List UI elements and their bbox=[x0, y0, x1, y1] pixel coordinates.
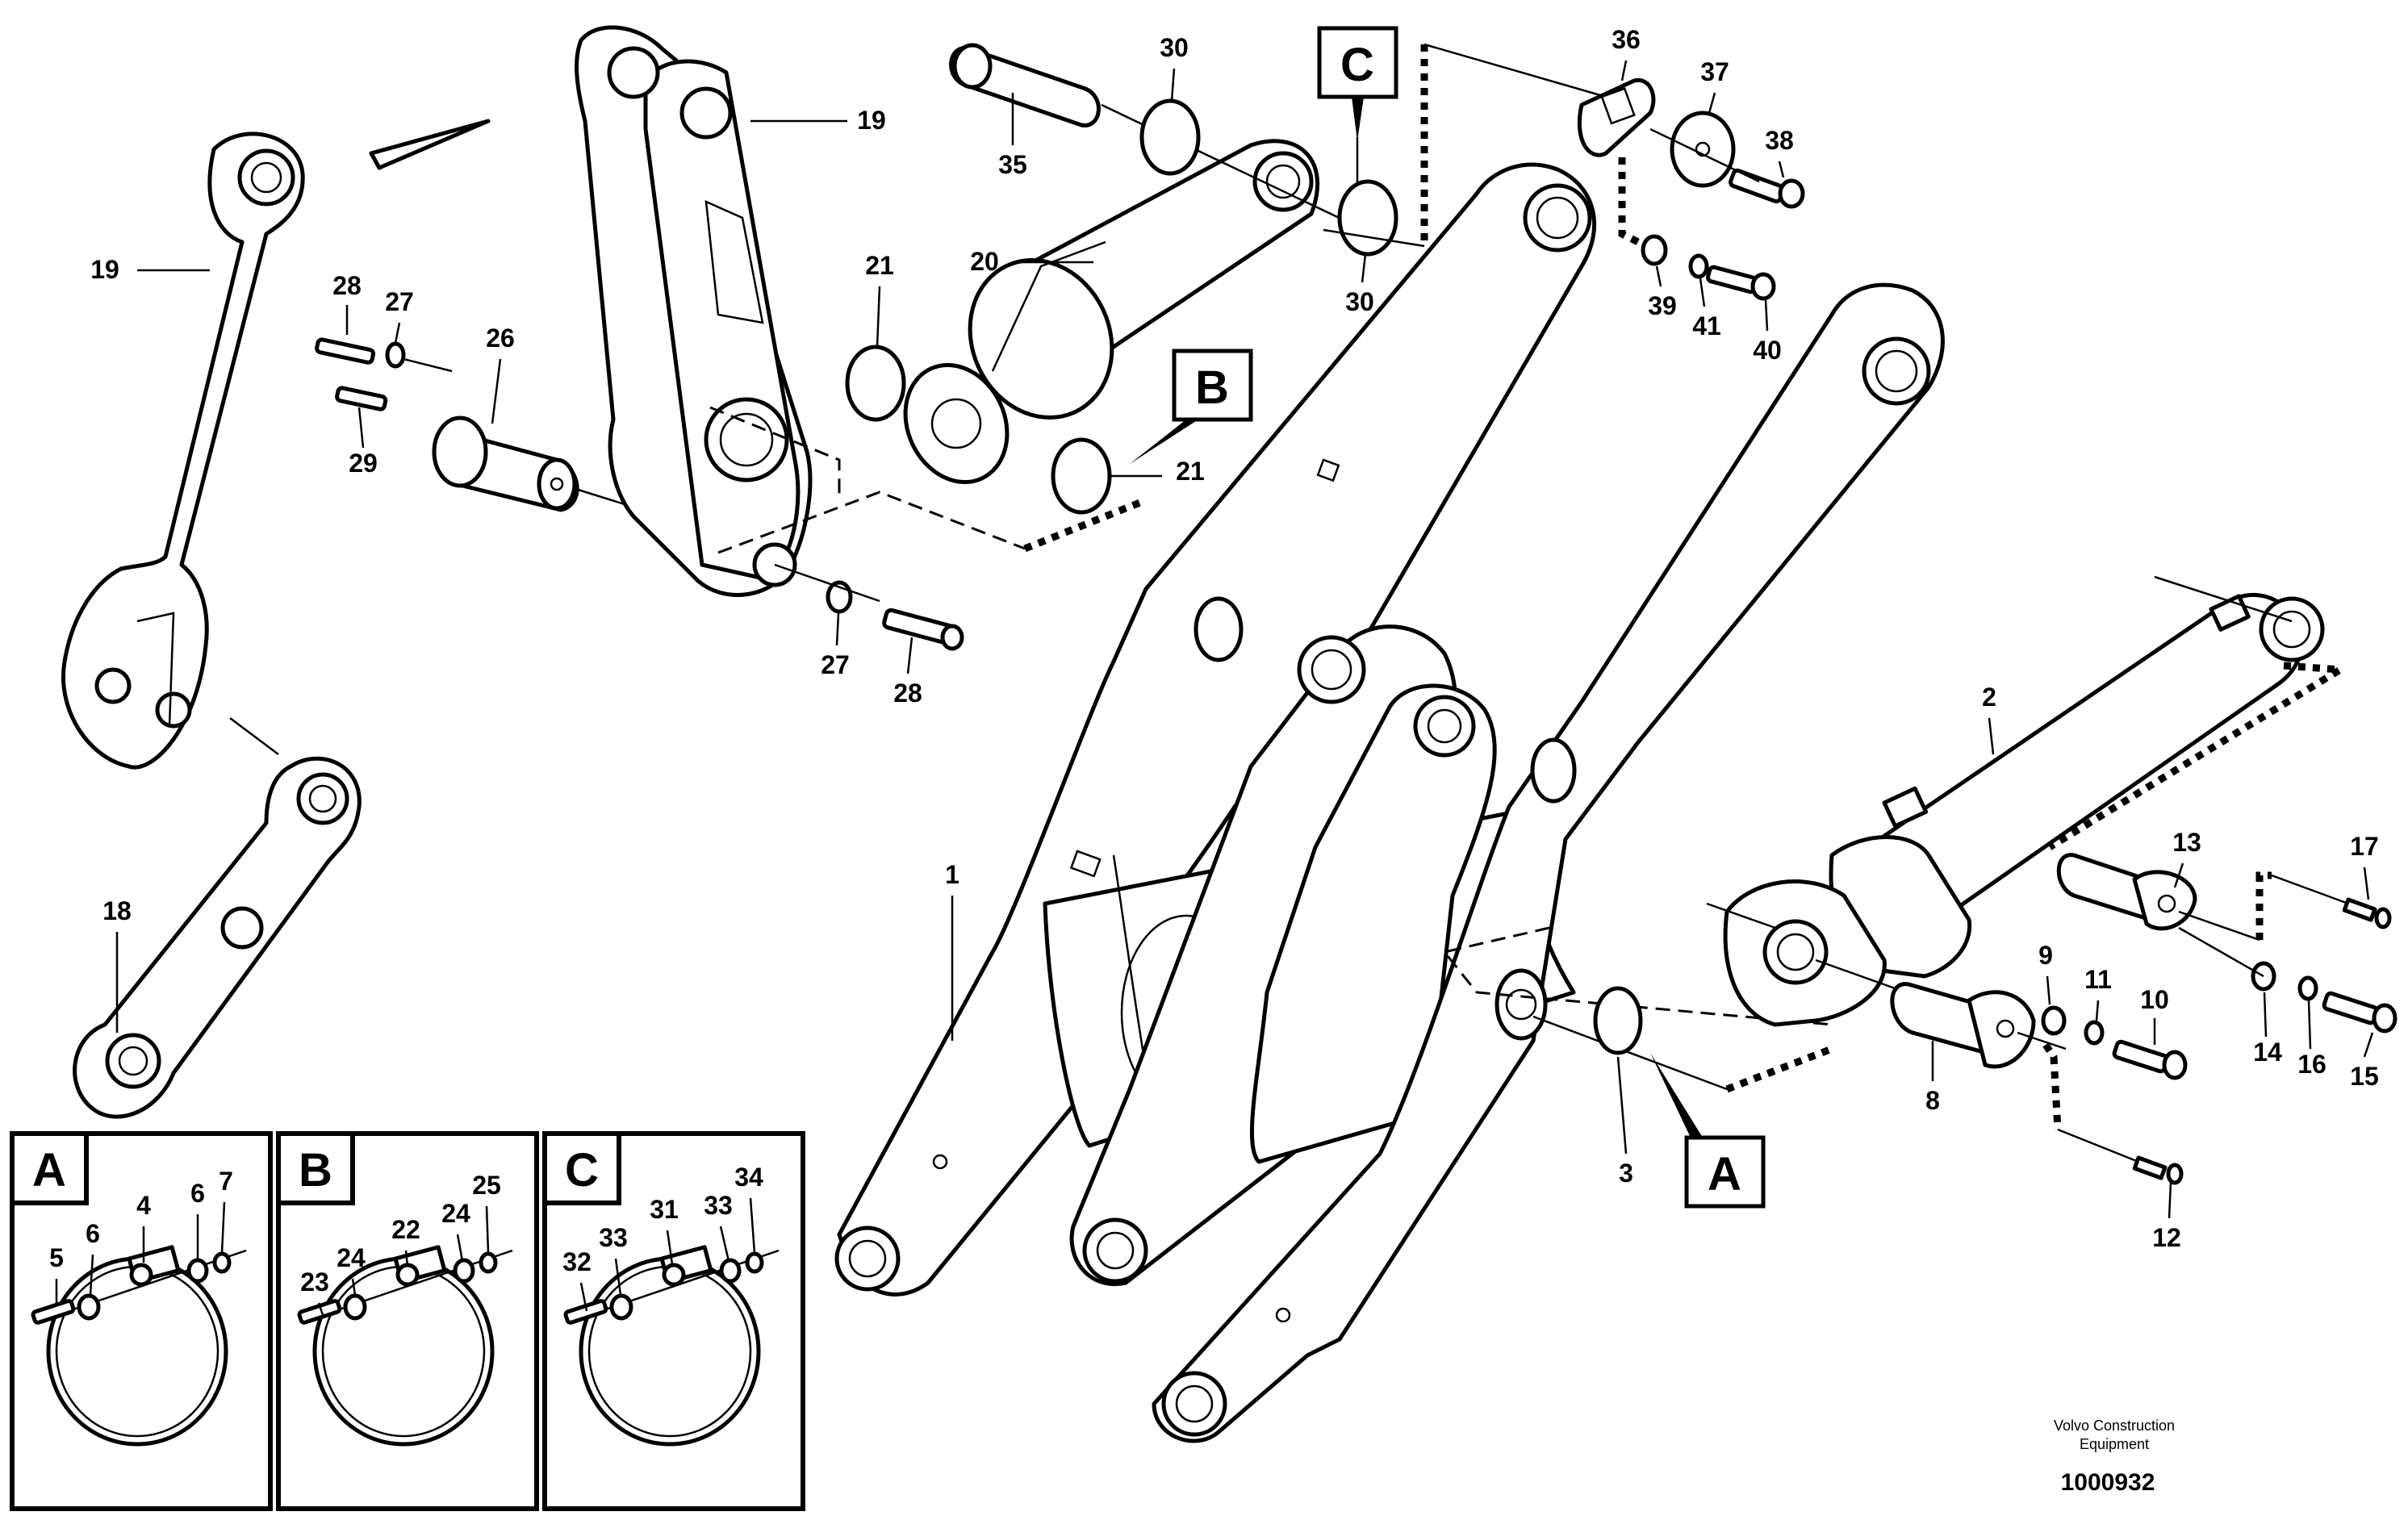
callout-29: 29 bbox=[349, 449, 378, 478]
lift-arm-frame-part-1 bbox=[834, 162, 1945, 1443]
svg-text:6: 6 bbox=[86, 1219, 100, 1248]
inset-c: C 31 32 33 33 34 bbox=[542, 1131, 805, 1511]
callout-36: 36 bbox=[1612, 25, 1641, 54]
credit-block: Volvo Construction Equipment 1000932 bbox=[2054, 1418, 2175, 1496]
bolt-part-10 bbox=[2112, 1039, 2188, 1080]
callout-39: 39 bbox=[1648, 291, 1677, 320]
bolt-part-38 bbox=[1729, 168, 1805, 209]
cylinder-part-20 bbox=[903, 139, 1320, 485]
svg-text:5: 5 bbox=[49, 1243, 64, 1272]
callout-26: 26 bbox=[486, 324, 515, 353]
svg-text:33: 33 bbox=[704, 1191, 733, 1220]
svg-text:C: C bbox=[565, 1144, 599, 1196]
washer-part-41 bbox=[1688, 253, 1709, 279]
screw-part-12 bbox=[2132, 1155, 2184, 1185]
callout-38: 38 bbox=[1765, 126, 1794, 155]
svg-text:A: A bbox=[32, 1144, 66, 1196]
callout-3: 3 bbox=[1619, 1159, 1633, 1188]
bolt-part-29 bbox=[335, 386, 388, 411]
callout-10: 10 bbox=[2140, 985, 2169, 1014]
callout-18: 18 bbox=[102, 896, 132, 925]
spacer-part-39 bbox=[1641, 234, 1668, 266]
callout-17: 17 bbox=[2350, 832, 2379, 861]
callout-2: 2 bbox=[1982, 683, 1996, 712]
spacer-part-9 bbox=[2041, 1005, 2067, 1036]
svg-text:25: 25 bbox=[472, 1171, 501, 1200]
callout-9: 9 bbox=[2038, 941, 2053, 970]
svg-text:22: 22 bbox=[391, 1215, 420, 1244]
svg-text:34: 34 bbox=[734, 1163, 763, 1192]
callout-15: 15 bbox=[2350, 1062, 2379, 1091]
lever-part-19-upper bbox=[575, 25, 813, 597]
washer-part-37 bbox=[1670, 111, 1736, 188]
washer-part-16 bbox=[2297, 975, 2318, 1001]
callout-30-lower: 30 bbox=[1345, 287, 1374, 316]
callout-19-upper: 19 bbox=[857, 106, 886, 135]
callout-41: 41 bbox=[1692, 311, 1721, 340]
callout-1: 1 bbox=[945, 860, 959, 889]
inset-a: A 4 5 6 6 7 bbox=[10, 1131, 273, 1511]
orientation-arrow bbox=[369, 119, 491, 170]
link-rod-part-19-left bbox=[61, 132, 305, 770]
callout-27-lower: 27 bbox=[821, 650, 850, 679]
bolt-part-15 bbox=[2322, 991, 2398, 1034]
callout-21-lower: 21 bbox=[1176, 457, 1205, 486]
screw-part-17 bbox=[2342, 897, 2392, 929]
callout-28-upper: 28 bbox=[332, 271, 362, 300]
svg-text:31: 31 bbox=[650, 1195, 679, 1224]
cylinder-part-2 bbox=[1723, 592, 2325, 1027]
svg-text:24: 24 bbox=[337, 1243, 366, 1272]
callout-20: 20 bbox=[970, 247, 999, 276]
credit-line-1: Volvo Construction bbox=[2054, 1418, 2175, 1434]
bolt-part-28-upper bbox=[315, 337, 453, 373]
svg-text:33: 33 bbox=[599, 1223, 628, 1252]
svg-text:32: 32 bbox=[562, 1247, 592, 1276]
plate-part-36 bbox=[1577, 77, 1656, 157]
o-ring-part-21-upper bbox=[845, 345, 906, 422]
callout-30-upper: 30 bbox=[1160, 33, 1189, 62]
document-number: 1000932 bbox=[2061, 1469, 2155, 1496]
callout-21-upper: 21 bbox=[865, 251, 894, 280]
bolt-part-28-lower bbox=[882, 608, 964, 651]
callout-labels: 1 2 3 8 9 10 11 12 13 14 15 16 17 18 19 … bbox=[90, 25, 2379, 1252]
pin-part-8 bbox=[1890, 982, 2067, 1069]
svg-text:B: B bbox=[1195, 361, 1229, 414]
inset-b: B 22 23 24 24 25 bbox=[276, 1131, 539, 1511]
callout-35: 35 bbox=[998, 150, 1027, 179]
svg-text:23: 23 bbox=[300, 1267, 329, 1297]
o-ring-part-30-lower bbox=[1337, 179, 1398, 257]
callout-11: 11 bbox=[2084, 965, 2112, 994]
svg-text:C: C bbox=[1340, 39, 1374, 91]
svg-text:A: A bbox=[1708, 1148, 1741, 1201]
o-ring-part-3 bbox=[1593, 986, 1643, 1055]
svg-text:B: B bbox=[299, 1144, 332, 1196]
o-ring-part-30-upper bbox=[1139, 98, 1201, 176]
section-marker-c: C bbox=[1317, 26, 1398, 186]
callout-14: 14 bbox=[2253, 1038, 2282, 1067]
callout-28-lower: 28 bbox=[893, 679, 922, 708]
washer-part-11 bbox=[2084, 1020, 2105, 1046]
callout-16: 16 bbox=[2297, 1050, 2326, 1079]
o-ring-part-21-lower bbox=[1051, 437, 1112, 515]
svg-text:24: 24 bbox=[441, 1199, 470, 1228]
credit-line-2: Equipment bbox=[2080, 1436, 2149, 1452]
section-marker-b: B bbox=[1130, 349, 1253, 464]
callout-13: 13 bbox=[2172, 828, 2201, 857]
callout-27-upper: 27 bbox=[385, 287, 414, 316]
callout-19-left: 19 bbox=[90, 255, 119, 284]
callout-8: 8 bbox=[1925, 1086, 1940, 1115]
link-part-18 bbox=[73, 756, 362, 1119]
pin-part-26 bbox=[432, 415, 638, 512]
svg-text:4: 4 bbox=[136, 1191, 151, 1220]
callout-40: 40 bbox=[1753, 336, 1782, 365]
bolt-part-40 bbox=[1705, 265, 1776, 301]
svg-text:7: 7 bbox=[219, 1167, 233, 1196]
section-marker-a: A bbox=[1650, 1053, 1766, 1209]
callout-12: 12 bbox=[2152, 1223, 2181, 1252]
svg-text:6: 6 bbox=[190, 1179, 205, 1208]
pin-part-13 bbox=[2056, 853, 2260, 942]
callout-37: 37 bbox=[1700, 57, 1729, 86]
